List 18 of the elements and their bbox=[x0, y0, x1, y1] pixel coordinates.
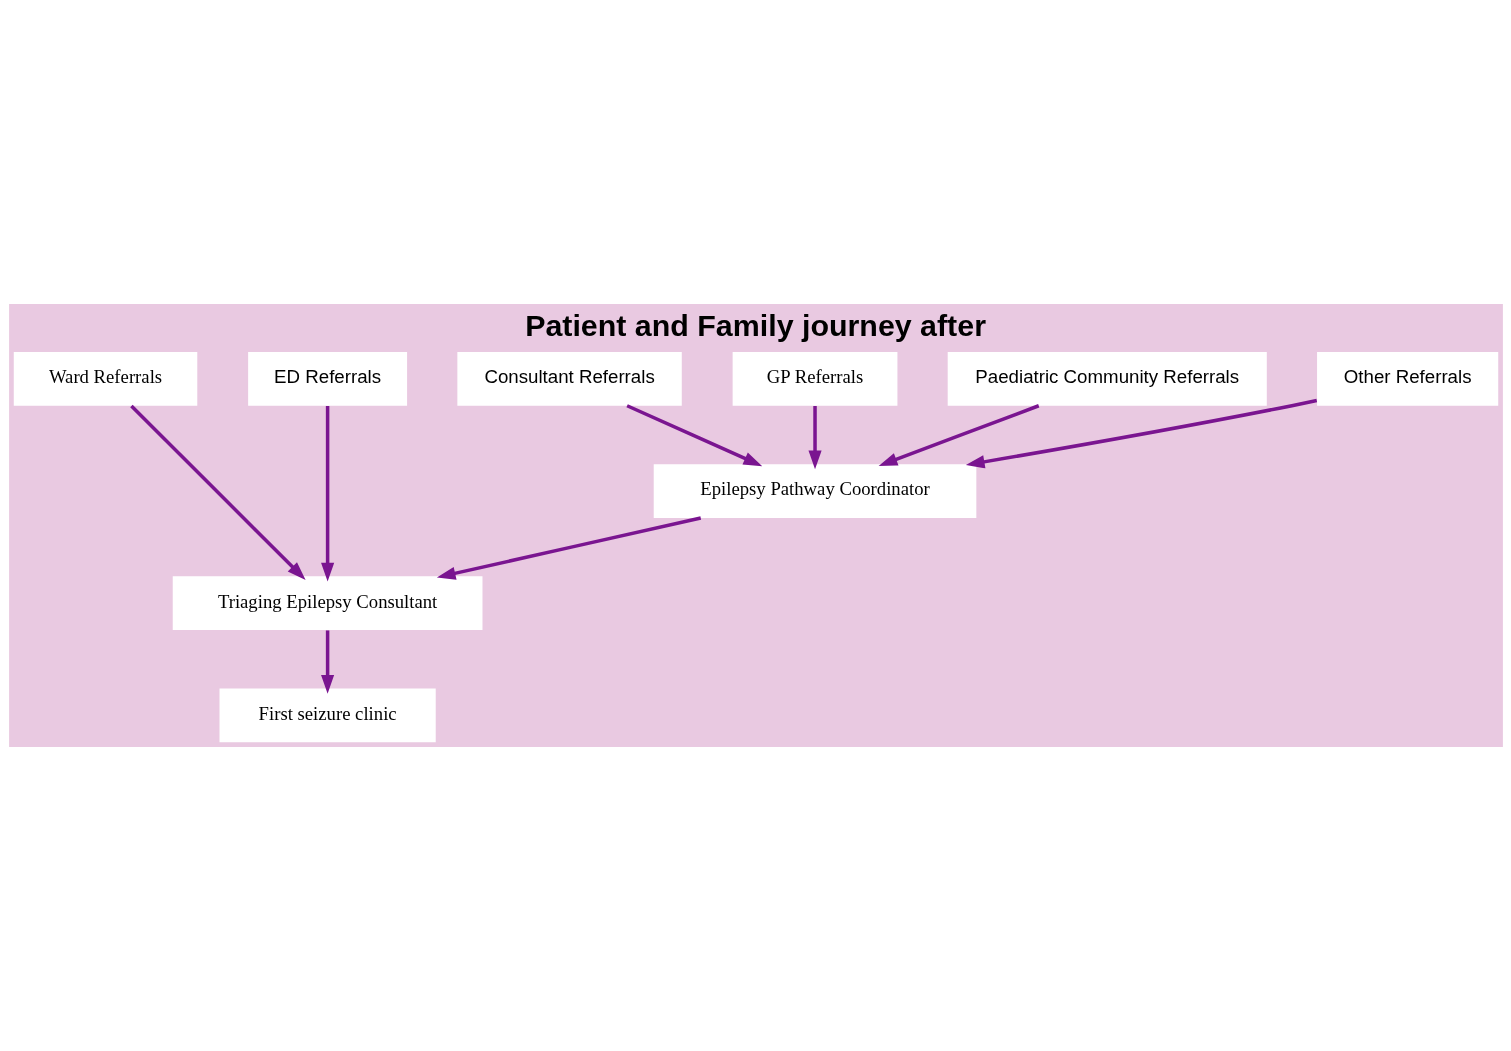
arrow bbox=[807, 406, 822, 470]
node-box: Paediatric Community Referrals bbox=[947, 351, 1267, 406]
arrow bbox=[625, 404, 762, 467]
arrow bbox=[436, 516, 701, 580]
node-box: Consultant Referrals bbox=[456, 351, 682, 406]
node-box: First seizure clinic bbox=[219, 688, 436, 743]
arrow bbox=[965, 398, 1317, 469]
node-box: GP Referrals bbox=[732, 351, 897, 406]
arrow bbox=[129, 404, 306, 581]
arrow bbox=[320, 405, 334, 582]
diagram-title: Patient and Family journey after bbox=[524, 308, 986, 343]
arrow bbox=[320, 630, 334, 694]
arrow bbox=[878, 404, 1039, 466]
node-box: ED Referrals bbox=[247, 351, 407, 406]
node-box: Ward Referrals bbox=[13, 351, 197, 406]
node-box: Epilepsy Pathway Coordinator bbox=[653, 464, 976, 518]
node-box: Other Referrals bbox=[1316, 351, 1498, 406]
node-box: Triaging Epilepsy Consultant bbox=[172, 576, 482, 631]
